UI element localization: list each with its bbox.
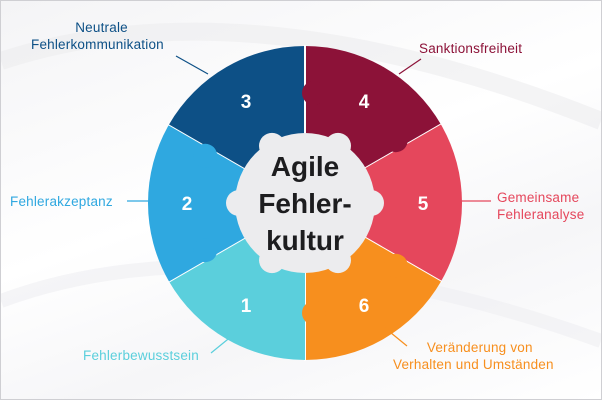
label-piece-6: Veränderung von Verhalten und Umständen [393, 340, 554, 372]
piece-number-6: 6 [359, 296, 370, 317]
center-line-3: kultur [266, 225, 344, 256]
label-piece-5: Gemeinsame Fehleranalyse [497, 190, 585, 222]
connector-6 [384, 327, 408, 347]
puzzle-tab [383, 253, 408, 278]
piece-number-3: 3 [241, 92, 252, 113]
connector-1 [210, 321, 250, 354]
center-line-2: Fehler- [258, 188, 351, 219]
connector-4 [398, 58, 422, 75]
label-piece-4: Sanktionsfreiheit [419, 41, 523, 56]
connector-3 [175, 55, 209, 75]
puzzle-tab [302, 81, 326, 105]
puzzle-tab [383, 128, 408, 153]
puzzle-tab [193, 143, 218, 168]
puzzle-piece-5 [358, 124, 462, 282]
puzzle-tab [302, 301, 326, 325]
piece-number-1: 1 [241, 296, 252, 317]
center-hub [235, 133, 375, 273]
piece-number-4: 4 [359, 92, 370, 113]
label-piece-3: Neutrale Fehlerkommunikation [31, 20, 164, 52]
puzzle-tab [193, 238, 218, 263]
label-piece-2: Fehlerakzeptanz [10, 194, 113, 209]
center-line-1: Agile [271, 151, 339, 182]
piece-number-2: 2 [182, 194, 193, 215]
label-piece-1: Fehlerbewusstsein [83, 348, 199, 363]
piece-number-5: 5 [418, 194, 429, 215]
puzzle-piece-2 [148, 124, 252, 282]
